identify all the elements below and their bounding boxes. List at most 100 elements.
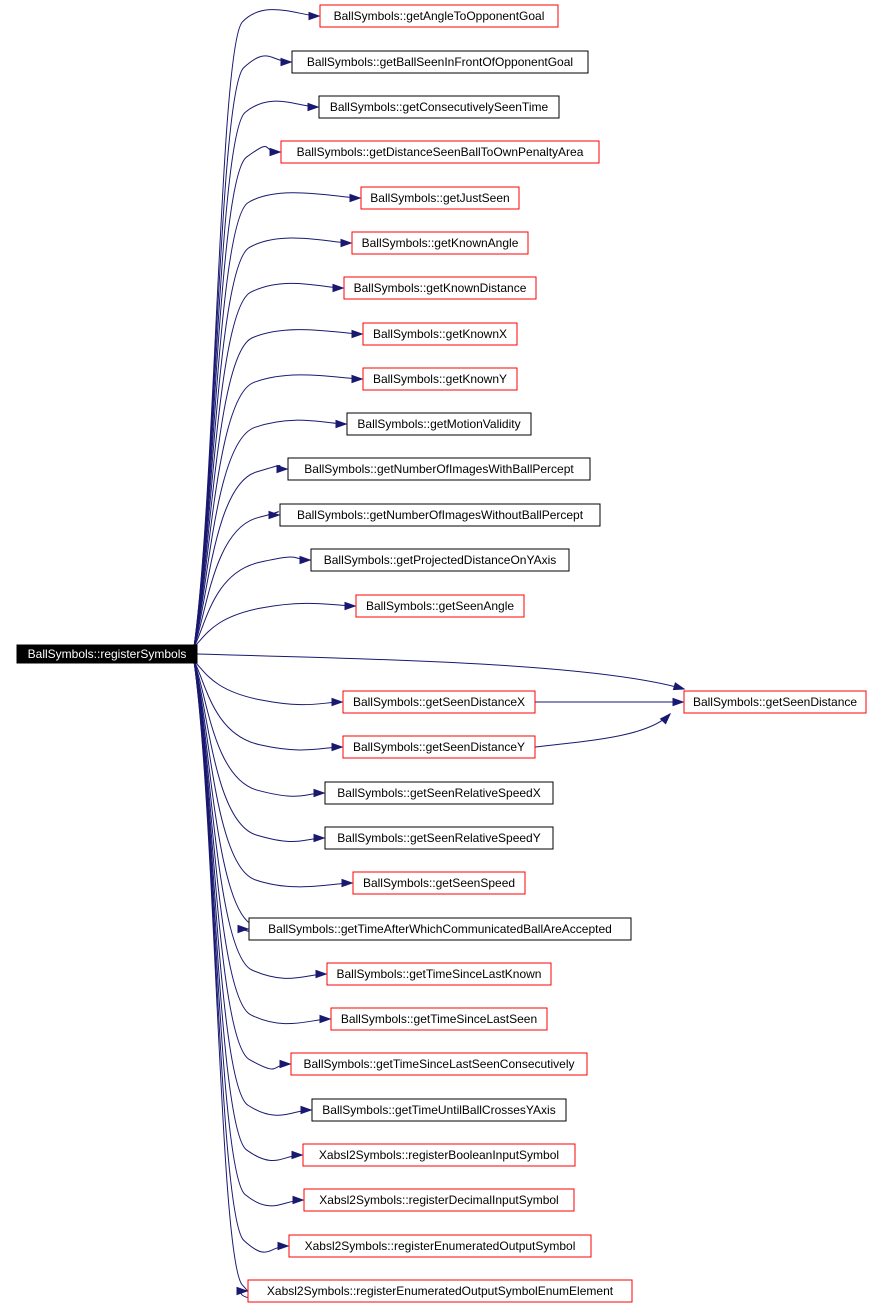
node-label: BallSymbols::getKnownY	[373, 372, 507, 386]
edge-root-to-n13	[193, 602, 356, 648]
node-label: BallSymbols::getSeenAngle	[366, 599, 514, 613]
arrowhead-root-to-n25	[292, 1195, 305, 1205]
node-box[interactable]	[288, 1234, 592, 1258]
node-label: BallSymbols::getSeenRelativeSpeedX	[337, 786, 540, 800]
arrowhead-root-to-n11	[268, 510, 281, 520]
arrowhead-root-to-n27	[236, 1286, 249, 1296]
node-box[interactable]	[303, 1188, 575, 1212]
node-box[interactable]	[302, 1143, 576, 1167]
root-node-box[interactable]	[16, 644, 198, 664]
arrowhead-root-to-n12	[299, 555, 312, 565]
node-label: BallSymbols::getSeenDistanceX	[353, 695, 525, 709]
node-label: BallSymbols::getDistanceSeenBallToOwnPen…	[297, 145, 584, 159]
node-box[interactable]	[290, 1052, 588, 1076]
node-n26[interactable]: Xabsl2Symbols::registerEnumeratedOutputS…	[288, 1234, 592, 1258]
node-n4[interactable]: BallSymbols::getJustSeen	[360, 186, 520, 210]
node-n13[interactable]: BallSymbols::getSeenAngle	[355, 594, 525, 618]
node-box[interactable]	[355, 594, 525, 618]
node-n18[interactable]: BallSymbols::getSeenSpeed	[352, 871, 526, 895]
node-box[interactable]	[319, 4, 559, 28]
node-n20[interactable]: BallSymbols::getTimeSinceLastKnown	[326, 962, 552, 986]
root-node[interactable]: BallSymbols::registerSymbols	[16, 644, 198, 664]
arrowhead-root-to-n20	[315, 969, 328, 979]
edge-n15-to-n28	[534, 713, 671, 748]
node-box[interactable]	[362, 322, 518, 346]
arrowhead-root-to-n5	[340, 238, 353, 248]
node-box[interactable]	[343, 276, 537, 300]
node-n7[interactable]: BallSymbols::getKnownX	[362, 322, 518, 346]
node-box[interactable]	[311, 1098, 567, 1122]
arrowhead-root-to-n14	[331, 697, 344, 707]
arrowhead-root-to-n0	[308, 11, 321, 21]
edge-root-to-n18	[193, 660, 353, 888]
node-n28[interactable]: BallSymbols::getSeenDistance	[683, 690, 867, 714]
node-n22[interactable]: BallSymbols::getTimeSinceLastSeenConsecu…	[290, 1052, 588, 1076]
node-n0[interactable]: BallSymbols::getAngleToOpponentGoal	[319, 4, 559, 28]
node-box[interactable]	[351, 231, 529, 255]
node-n1[interactable]: BallSymbols::getBallSeenInFrontOfOpponen…	[291, 50, 589, 74]
node-box[interactable]	[346, 412, 532, 436]
node-n6[interactable]: BallSymbols::getKnownDistance	[343, 276, 537, 300]
node-box[interactable]	[360, 186, 520, 210]
node-box[interactable]	[248, 917, 632, 941]
node-box[interactable]	[247, 1279, 633, 1303]
node-n16[interactable]: BallSymbols::getSeenRelativeSpeedX	[324, 781, 554, 805]
node-n21[interactable]: BallSymbols::getTimeSinceLastSeen	[330, 1007, 548, 1031]
node-n2[interactable]: BallSymbols::getConsecutivelySeenTime	[318, 95, 560, 119]
edge-root-to-n17	[193, 660, 325, 842]
node-n5[interactable]: BallSymbols::getKnownAngle	[351, 231, 529, 255]
node-label: BallSymbols::getAngleToOpponentGoal	[334, 9, 545, 23]
arrowhead-root-to-n8	[351, 374, 364, 384]
node-n14[interactable]: BallSymbols::getSeenDistanceX	[342, 690, 536, 714]
edge-root-to-n9	[193, 419, 347, 648]
node-box[interactable]	[310, 548, 570, 572]
node-box[interactable]	[326, 962, 552, 986]
node-n17[interactable]: BallSymbols::getSeenRelativeSpeedY	[324, 826, 554, 850]
edge-root-to-n7	[193, 329, 363, 648]
node-box[interactable]	[287, 457, 591, 481]
node-label: BallSymbols::getTimeSinceLastSeen	[341, 1012, 537, 1026]
arrowhead-n14-to-n28	[672, 697, 685, 707]
node-n9[interactable]: BallSymbols::getMotionValidity	[346, 412, 532, 436]
node-box[interactable]	[342, 690, 536, 714]
node-box[interactable]	[324, 826, 554, 850]
node-label: BallSymbols::getConsecutivelySeenTime	[330, 100, 549, 114]
edge-root-to-n28	[196, 653, 685, 690]
arrowhead-root-to-n4	[349, 193, 362, 203]
node-n12[interactable]: BallSymbols::getProjectedDistanceOnYAxis	[310, 548, 570, 572]
node-box[interactable]	[683, 690, 867, 714]
node-label: BallSymbols::getTimeUntilBallCrossesYAxi…	[322, 1103, 555, 1117]
node-n8[interactable]: BallSymbols::getKnownY	[362, 367, 518, 391]
node-box[interactable]	[352, 871, 526, 895]
node-box[interactable]	[280, 140, 600, 164]
node-label: BallSymbols::getKnownDistance	[354, 281, 527, 295]
node-label: BallSymbols::getSeenSpeed	[363, 876, 515, 890]
node-n27[interactable]: Xabsl2Symbols::registerEnumeratedOutputS…	[247, 1279, 633, 1303]
arrowhead-root-to-n1	[280, 57, 293, 67]
node-n10[interactable]: BallSymbols::getNumberOfImagesWithBallPe…	[287, 457, 591, 481]
node-label: BallSymbols::getJustSeen	[370, 191, 509, 205]
node-box[interactable]	[362, 367, 518, 391]
node-box[interactable]	[318, 95, 560, 119]
node-n19[interactable]: BallSymbols::getTimeAfterWhichCommunicat…	[248, 917, 632, 941]
node-n15[interactable]: BallSymbols::getSeenDistanceY	[342, 735, 536, 759]
node-n11[interactable]: BallSymbols::getNumberOfImagesWithoutBal…	[279, 503, 601, 527]
node-box[interactable]	[342, 735, 536, 759]
arrowhead-root-to-n2	[307, 102, 320, 112]
node-label: BallSymbols::getSeenDistanceY	[353, 740, 525, 754]
edge-root-to-n27	[193, 660, 251, 1298]
node-box[interactable]	[291, 50, 589, 74]
node-box[interactable]	[279, 503, 601, 527]
edge-root-to-n24	[193, 660, 303, 1161]
node-n23[interactable]: BallSymbols::getTimeUntilBallCrossesYAxi…	[311, 1098, 567, 1122]
node-n24[interactable]: Xabsl2Symbols::registerBooleanInputSymbo…	[302, 1143, 576, 1167]
arrowhead-root-to-n16	[313, 788, 326, 798]
node-label: Xabsl2Symbols::registerBooleanInputSymbo…	[319, 1148, 559, 1162]
node-box[interactable]	[330, 1007, 548, 1031]
node-n25[interactable]: Xabsl2Symbols::registerDecimalInputSymbo…	[303, 1188, 575, 1212]
edge-root-to-n16	[193, 660, 325, 797]
edge-root-to-n12	[193, 556, 311, 648]
node-n3[interactable]: BallSymbols::getDistanceSeenBallToOwnPen…	[280, 140, 600, 164]
node-box[interactable]	[324, 781, 554, 805]
node-label: BallSymbols::getNumberOfImagesWithBallPe…	[304, 462, 574, 476]
